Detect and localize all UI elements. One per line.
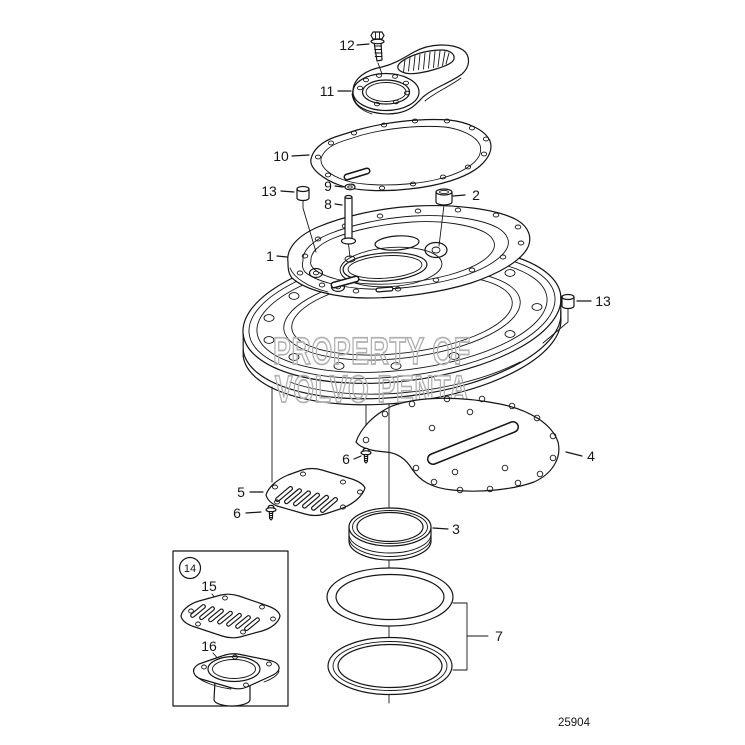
- washer-9-drawing: [344, 183, 356, 191]
- ring-3-drawing: [348, 507, 432, 561]
- screw-6-upper-drawing: [360, 447, 372, 464]
- callout-6-upper: 6: [342, 451, 350, 467]
- callout-8: 8: [324, 196, 332, 212]
- callout-5: 5: [237, 484, 245, 500]
- callout-13-left: 13: [261, 183, 277, 199]
- callout-14: 14: [184, 563, 196, 575]
- bracket-7-lines: [452, 602, 489, 671]
- callout-7: 7: [495, 628, 503, 644]
- bracket-drawing: [351, 44, 470, 115]
- bushing-2-drawing: [435, 188, 453, 247]
- callout-2: 2: [472, 187, 480, 203]
- callout-15: 15: [201, 578, 217, 594]
- callout-6-lower: 6: [233, 505, 241, 521]
- sealing-ring-lower-drawing: [327, 636, 453, 696]
- plug-13-left-drawing: [296, 185, 317, 253]
- cover-16-drawing: [192, 653, 280, 707]
- callout-11: 11: [320, 83, 335, 99]
- bolt-12-drawing: [370, 31, 385, 75]
- callout-13-right: 13: [595, 293, 611, 309]
- screw-6-lower-drawing: [265, 504, 277, 521]
- sealing-ring-upper-drawing: [326, 567, 454, 627]
- plate-15-drawing: [180, 593, 281, 639]
- stud-8-drawing: [340, 194, 357, 258]
- callout-leader-dashes: [245, 43, 592, 530]
- inset-box: [172, 550, 289, 707]
- callout-9: 9: [324, 178, 332, 194]
- gasket-drawing: [310, 118, 492, 192]
- callout-1: 1: [266, 248, 274, 264]
- callout-labels: 12 11 10 13 9 8 2 1 13 4 6 5 6 3 7 14 15…: [184, 37, 611, 654]
- callout-3: 3: [452, 521, 460, 537]
- callout-4: 4: [587, 448, 595, 464]
- plug-13-right-drawing: [542, 293, 575, 344]
- callout-16: 16: [201, 638, 217, 654]
- shift-plate-drawing: [355, 395, 560, 494]
- drawing-number: 25904: [558, 717, 591, 729]
- watermark-line1: PROPERTY OF: [273, 329, 471, 372]
- valve-plate-drawing: [265, 467, 366, 517]
- callout-12: 12: [339, 37, 355, 53]
- callout-10: 10: [273, 148, 289, 164]
